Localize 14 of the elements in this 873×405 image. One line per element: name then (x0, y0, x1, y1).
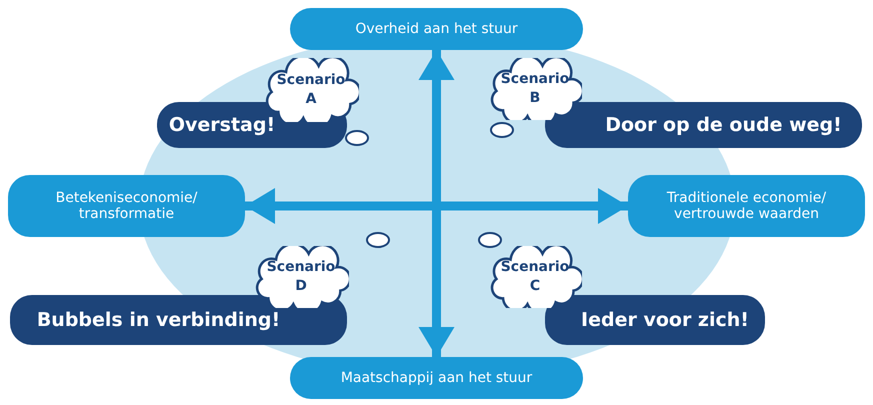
thought-cloud (253, 246, 349, 308)
scenario-label: Scenario C (500, 258, 570, 296)
axis-label-box: Maatschappij aan het stuur (290, 357, 583, 399)
axis-label-box: Betekeniseconomie/ transformatie (8, 175, 245, 237)
axis-label-box: Overheid aan het stuur (290, 8, 583, 50)
axis-label-box: Traditionele economie/ vertrouwde waarden (628, 175, 865, 237)
thought-cloud (488, 246, 582, 308)
scenario-title-box: Bubbels in verbinding! (10, 295, 347, 345)
thought-cloud (488, 58, 582, 120)
scenario-title-box: Ieder voor zich! (545, 295, 765, 345)
double-headed-arrow (418, 50, 454, 357)
scenario-label: Scenario D (266, 258, 336, 296)
scenario-title-box: Door op de oude weg! (545, 102, 862, 148)
double-headed-arrow (245, 188, 628, 224)
